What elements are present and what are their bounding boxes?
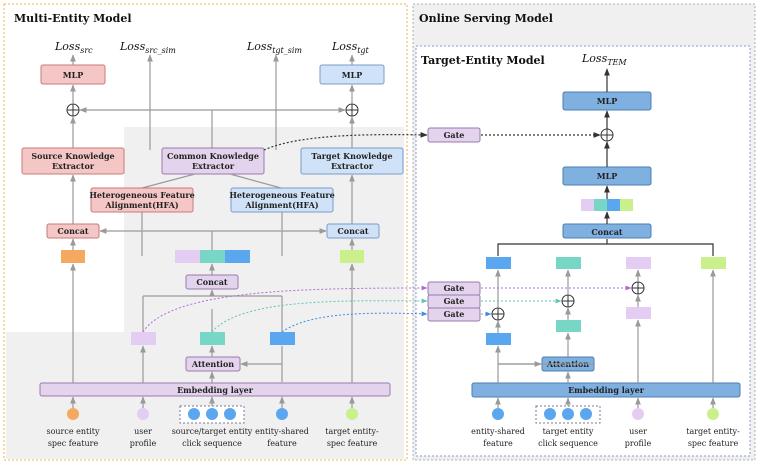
input-shared-line2: feature xyxy=(267,439,297,448)
tem-input-shared-line1: entity-shared xyxy=(471,427,525,436)
concat-tgt-box xyxy=(326,223,380,239)
tem-input-target-line2: spec feature xyxy=(688,439,739,448)
common-extractor-line2: Extractor xyxy=(192,161,235,171)
hfa-src-line1: Heterogeneous Feature xyxy=(89,190,194,200)
input-target-line1: target entity- xyxy=(325,427,379,436)
common-extractor-line1: Common Knowledge xyxy=(167,151,259,161)
embedding-left-label: Embedding layer xyxy=(177,385,254,395)
hfa-src-line2: Alignment(HFA) xyxy=(104,200,179,210)
concat-src-box xyxy=(46,223,100,239)
input-source-line2: spec feature xyxy=(48,439,99,448)
loss-src-sim: Losssrc_sim xyxy=(119,40,176,55)
tem-user-input-dot xyxy=(632,408,644,420)
hfa-tgt-line2: Alignment(HFA) xyxy=(244,200,319,210)
tem-input-seq-line2: click sequence xyxy=(538,439,598,448)
gate-top-label: Gate xyxy=(444,130,465,140)
hfa-tgt-line1: Heterogeneous Feature xyxy=(229,190,334,200)
right-panel-title: Target-Entity Model xyxy=(421,54,545,67)
attention-left-label: Attention xyxy=(191,359,234,369)
tem-input-target-line1: target entity- xyxy=(686,427,740,436)
source-spec-vector xyxy=(61,250,85,263)
loss-tgt: Losstgt xyxy=(331,40,370,55)
target-extractor-line1: Target Knowledge xyxy=(311,151,392,161)
input-user-line1: user xyxy=(134,427,152,436)
concatenated-shared-vector xyxy=(175,250,250,263)
input-seq-line1: source/target entity xyxy=(172,427,253,436)
source-knowledge-extractor xyxy=(21,147,125,175)
loss-src: Losssrc xyxy=(54,40,93,55)
tem-click-sequence-input xyxy=(535,405,601,424)
user-profile-vector xyxy=(131,332,156,345)
source-spec-input-dot xyxy=(67,408,79,420)
loss-tem: LossTEM xyxy=(581,52,627,67)
plus-node-tgt xyxy=(345,103,359,117)
plus-node-tem xyxy=(600,128,614,142)
gate-shared-box xyxy=(427,307,481,322)
shared-feature-input-dot xyxy=(276,408,288,420)
tem-user-vector-top xyxy=(626,257,651,269)
concat-mid-box xyxy=(185,274,239,290)
left-panel-title: Multi-Entity Model xyxy=(14,12,132,25)
plus-node-seq xyxy=(561,294,575,308)
plus-node-shared xyxy=(491,307,505,321)
target-extractor-line2: Extractor xyxy=(331,161,374,171)
concat-mid-label: Concat xyxy=(196,277,228,287)
input-target-line2: spec feature xyxy=(327,439,378,448)
tem-target-vector xyxy=(701,257,726,269)
tem-seq-vector-bottom xyxy=(556,320,581,332)
target-spec-input-dot xyxy=(346,408,358,420)
tem-target-input-dot xyxy=(707,408,719,420)
target-knowledge-extractor xyxy=(300,147,404,175)
tem-shared-input-dot xyxy=(492,408,504,420)
shared-feature-vector xyxy=(270,332,295,345)
concat-src-label: Concat xyxy=(57,226,89,236)
right-panel-outer-title: Online Serving Model xyxy=(419,12,553,25)
loss-tgt-sim: Losstgt_sim xyxy=(246,40,302,55)
tem-input-user-line2: profile xyxy=(625,439,652,448)
tem-shared-vector-top xyxy=(486,257,511,269)
gate-shared-label: Gate xyxy=(444,309,465,319)
user-profile-input-dot xyxy=(137,408,149,420)
gate-seq-label: Gate xyxy=(444,296,465,306)
sequence-vector xyxy=(200,332,225,345)
click-sequence-input xyxy=(179,405,245,424)
mlp-top-label: MLP xyxy=(597,96,618,106)
input-seq-line2: click sequence xyxy=(182,439,242,448)
source-extractor-line1: Source Knowledge xyxy=(31,151,114,161)
tem-concatenated-vector xyxy=(581,199,633,211)
tem-user-vector-bottom xyxy=(626,307,651,319)
input-user-line2: profile xyxy=(130,439,157,448)
mlp-src-label: MLP xyxy=(63,70,84,80)
target-spec-vector xyxy=(340,250,364,263)
concat-tgt-label: Concat xyxy=(337,226,369,236)
plus-node-src xyxy=(66,103,80,117)
mlp-bottom-label: MLP xyxy=(597,171,618,181)
input-shared-line1: entity-shared xyxy=(255,427,309,436)
gate-user-label: Gate xyxy=(444,283,465,293)
tem-input-user-line1: user xyxy=(629,427,647,436)
embedding-right-label: Embedding layer xyxy=(568,385,645,395)
embedding-layer-left xyxy=(39,382,391,397)
input-source-line1: source entity xyxy=(46,427,100,436)
gate-top-box xyxy=(427,127,481,143)
tem-seq-vector-top xyxy=(556,257,581,269)
common-knowledge-extractor xyxy=(161,147,265,175)
tem-input-seq-line1: target entity xyxy=(543,427,594,436)
embedding-layer-right xyxy=(471,382,741,398)
source-extractor-line2: Extractor xyxy=(52,161,95,171)
mlp-tgt-label: MLP xyxy=(342,70,363,80)
tem-input-shared-line2: feature xyxy=(483,439,513,448)
attention-box-left xyxy=(185,356,241,372)
plus-node-user xyxy=(631,281,645,295)
tem-shared-vector-bottom xyxy=(486,333,511,345)
concat-tem-label: Concat xyxy=(591,227,623,237)
